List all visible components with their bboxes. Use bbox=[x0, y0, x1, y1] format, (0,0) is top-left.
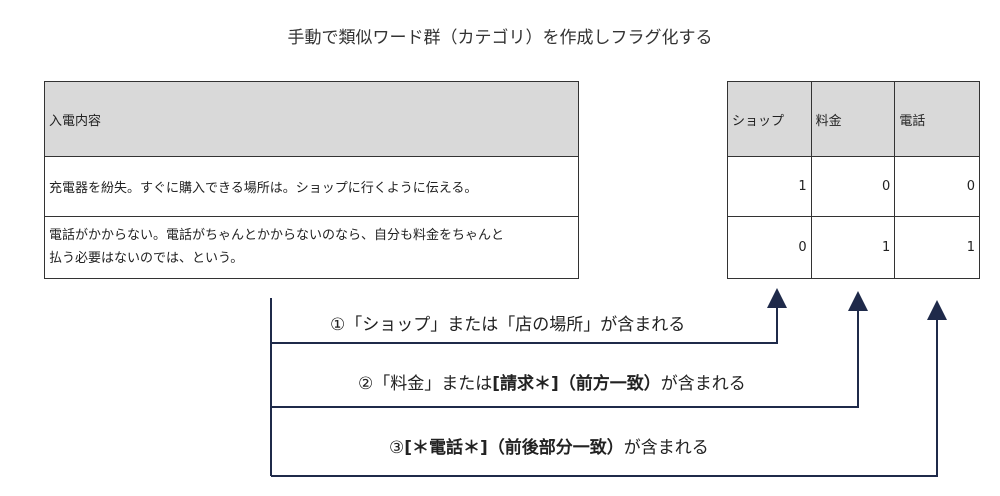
flag-cell: 0 bbox=[810, 156, 896, 217]
inquiry-cell-line: 払う必要はないのでは、という。 bbox=[49, 250, 244, 266]
rule-phone-pattern: [＊電話＊]（前後部分一致） bbox=[404, 438, 624, 458]
arrow-to-fee bbox=[271, 291, 868, 408]
inquiry-cell: 電話がかからない。電話がちゃんとかからないのなら、自分も料金をちゃんと 払う必要… bbox=[44, 216, 579, 279]
table-row: 充電器を紛失。すぐに購入できる場所は。ショップに行くように伝える。 bbox=[44, 156, 579, 217]
inquiry-table: 入電内容 充電器を紛失。すぐに購入できる場所は。ショップに行くように伝える。 電… bbox=[44, 81, 579, 279]
rule-fee: ②「料金」または[請求＊]（前方一致）が含まれる bbox=[358, 369, 746, 394]
flag-cell: 1 bbox=[810, 216, 896, 279]
table-header-row: ショップ 料金 電話 bbox=[727, 81, 980, 157]
rule-fee-pattern: [請求＊]（前方一致） bbox=[492, 374, 661, 394]
flag-cell: 0 bbox=[894, 156, 980, 217]
inquiry-cell: 充電器を紛失。すぐに購入できる場所は。ショップに行くように伝える。 bbox=[44, 156, 579, 217]
arrow-to-phone bbox=[271, 300, 947, 477]
header-fee: 料金 bbox=[810, 81, 896, 157]
rule-fee-prefix: ②「料金」または bbox=[358, 374, 493, 394]
rule-fee-suffix: が含まれる bbox=[660, 374, 746, 394]
rule-phone-prefix: ③ bbox=[389, 438, 405, 458]
header-phone: 電話 bbox=[894, 81, 980, 157]
table-row: 電話がかからない。電話がちゃんとかからないのなら、自分も料金をちゃんと 払う必要… bbox=[44, 216, 579, 279]
header-inquiry: 入電内容 bbox=[44, 81, 579, 157]
flag-cell: 0 bbox=[727, 216, 812, 279]
table-row: 1 0 0 bbox=[727, 156, 980, 217]
rule-phone: ③[＊電話＊]（前後部分一致）が含まれる bbox=[389, 433, 709, 458]
arrow-to-shop bbox=[271, 288, 787, 344]
inquiry-cell-line: 電話がかからない。電話がちゃんとかからないのなら、自分も料金をちゃんと bbox=[49, 227, 505, 243]
page-title: 手動で類似ワード群（カテゴリ）を作成しフラグ化する bbox=[287, 28, 713, 48]
header-shop: ショップ bbox=[727, 81, 812, 157]
rule-phone-suffix: が含まれる bbox=[623, 438, 709, 458]
table-header-row: 入電内容 bbox=[44, 81, 579, 157]
rule-shop-text: ①「ショップ」または「店の場所」が含まれる bbox=[330, 315, 686, 335]
flag-table: ショップ 料金 電話 1 0 0 0 1 1 bbox=[727, 81, 980, 279]
table-row: 0 1 1 bbox=[727, 216, 980, 279]
flag-cell: 1 bbox=[894, 216, 980, 279]
rule-shop: ①「ショップ」または「店の場所」が含まれる bbox=[330, 310, 685, 335]
